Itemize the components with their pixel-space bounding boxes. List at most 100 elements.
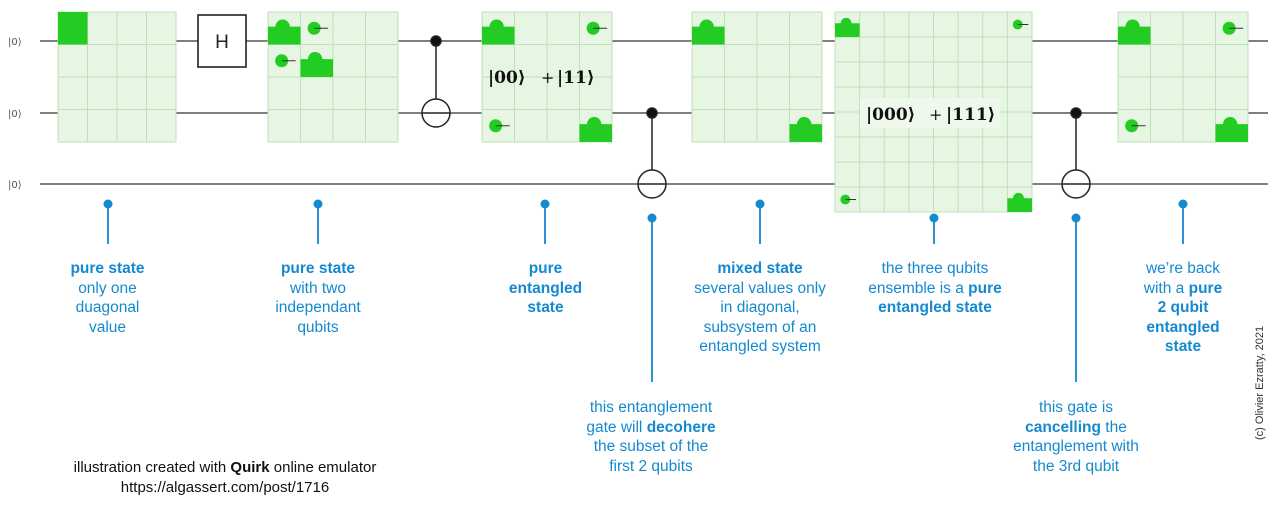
annotation-text: entangled: [1146, 318, 1220, 336]
annotation-line: with two: [258, 279, 378, 299]
annotation-line: mixed state: [675, 259, 845, 279]
pointer-3: [540, 199, 550, 244]
pointer-dot: [540, 199, 550, 209]
pointer-4: [755, 199, 765, 244]
qubit-label-0: |0⟩: [8, 37, 22, 48]
amplitude-cell: [835, 23, 860, 37]
annotation-text: entangled system: [699, 338, 821, 355]
amplitude-cell: [482, 26, 515, 45]
qubit-label-1: |0⟩: [8, 109, 22, 120]
footer-url: https://algassert.com/post/1716: [120, 479, 330, 496]
cnot-gate-3: [1061, 107, 1091, 199]
amplitude-cell: [268, 26, 301, 45]
state-ket-111: |111⟩: [946, 105, 995, 125]
amplitude-cell: [300, 59, 333, 77]
amplitude-dot: [307, 51, 323, 67]
annotation-line: state: [488, 298, 603, 318]
annotation-text: 2 qubit: [1157, 299, 1209, 316]
annotation-line: duagonal: [50, 298, 165, 318]
pointer-7: [647, 213, 657, 382]
density-matrix-4: [691, 11, 823, 143]
annotation-text: entangled: [508, 279, 583, 297]
annotation-text: the three qubits: [881, 260, 989, 277]
footer-tool: Quirk: [230, 459, 270, 476]
footer-suffix: online emulator: [269, 459, 377, 476]
annotation-text: value: [88, 318, 127, 336]
state-plus-2: +: [929, 105, 942, 124]
annotation-text: mixed state: [717, 260, 803, 277]
annotation-line: entangled system: [675, 337, 845, 357]
copyright-credit: (c) Olivier Ezratty, 2021: [1254, 325, 1266, 440]
annotation-line: only one: [50, 279, 165, 299]
amplitude-cell: [692, 26, 725, 45]
annotation-line: entanglement with: [988, 437, 1164, 457]
density-matrix-6: [1117, 11, 1249, 143]
amplitude-dot: [1222, 116, 1238, 132]
annotation-text: the: [1100, 418, 1127, 436]
annotation-line: state: [1128, 337, 1238, 357]
amplitude-dot: [1125, 19, 1140, 34]
annotation-line: entangled: [488, 279, 603, 299]
annotation-text: the subset of the: [593, 438, 709, 455]
pointer-1: [103, 199, 113, 244]
pointer-dot: [1178, 199, 1188, 209]
annotation-text: state: [527, 299, 564, 316]
annotation-text: with two: [290, 279, 346, 297]
annotation-text: in diagonal,: [720, 299, 800, 316]
annotation-line: ensemble is a pure: [855, 279, 1015, 299]
annotation-line: several values only: [675, 279, 845, 299]
density-matrices: [57, 11, 1249, 213]
state-plus-1: +: [541, 68, 554, 87]
density-matrix-1: [57, 11, 177, 143]
amplitude-dot: [1013, 192, 1024, 204]
cnot-gate-1: [421, 35, 451, 128]
annotation-text: with a: [1143, 279, 1189, 297]
amplitude-dot: [699, 19, 714, 34]
pointer-dot: [103, 199, 113, 209]
annotation-text: gate will: [586, 418, 647, 436]
amplitude-cell: [58, 12, 88, 45]
annotation-line: in diagonal,: [675, 298, 845, 318]
annotation-text: this entanglement: [589, 399, 713, 416]
annotation-text: entanglement with: [1013, 438, 1139, 455]
pointer-8: [1071, 213, 1081, 382]
annotation-line: entangled: [1128, 318, 1238, 338]
annotation-line: first 2 qubits: [558, 457, 744, 477]
state-ket-000: |000⟩: [866, 105, 915, 125]
cnot-gate-2: [637, 107, 667, 199]
cnot-3-control-dot: [1070, 107, 1082, 119]
annotation-text: duagonal: [75, 299, 140, 316]
amplitude-dot: [796, 116, 812, 132]
annotation-pointers: [103, 199, 1188, 382]
annotation-line: qubits: [258, 318, 378, 338]
annotation-line: cancelling the: [988, 418, 1164, 438]
annotation-line: this gate is: [988, 398, 1164, 418]
annotation-line: entangled state: [855, 298, 1015, 318]
state-ket-11: |11⟩: [557, 68, 595, 88]
state-label-bell: |00⟩ + |11⟩: [488, 68, 595, 88]
annotation-text: this gate is: [1038, 399, 1114, 416]
pointer-6: [1178, 199, 1188, 244]
amplitude-cell: [1215, 124, 1248, 142]
annotation-line: 2 qubit: [1128, 298, 1238, 318]
annotation-line: the 3rd qubit: [988, 457, 1164, 477]
pointer-5: [929, 213, 939, 244]
annotation-emphasis: pure: [968, 279, 1002, 297]
annotation-line: value: [50, 318, 165, 338]
pointer-2: [313, 199, 323, 244]
footer-credit: illustration created with Quirk online e…: [40, 458, 410, 498]
amplitude-cell: [579, 124, 612, 142]
annotation-text: the 3rd qubit: [1032, 457, 1120, 475]
annotation-line: the three qubits: [855, 259, 1015, 279]
annotation-text: first 2 qubits: [609, 457, 693, 475]
annotation-line: this entanglement: [558, 398, 744, 418]
pointer-dot: [755, 199, 765, 209]
annotation-line: subsystem of an: [675, 318, 845, 338]
